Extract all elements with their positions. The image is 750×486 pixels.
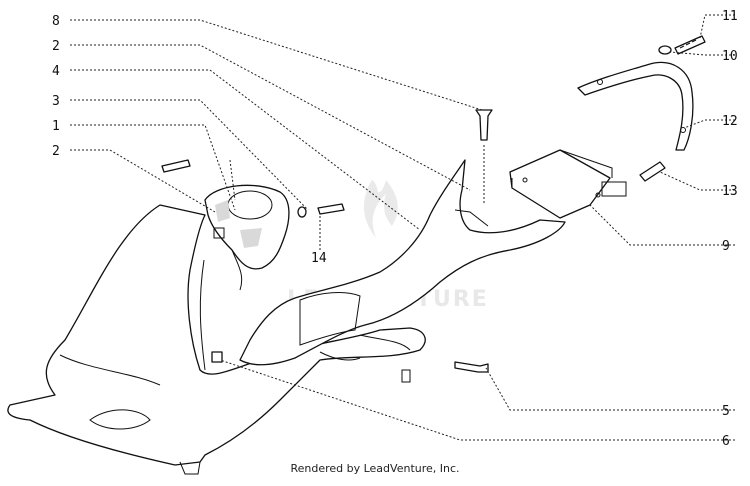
callout-11: 11: [722, 9, 738, 24]
callout-5: 5: [722, 404, 730, 419]
frame-cover: [239, 159, 566, 366]
callout-2-top: 2: [52, 39, 60, 54]
callout-14: 14: [311, 251, 327, 266]
callout-4: 4: [52, 64, 60, 79]
callout-6: 6: [722, 434, 730, 449]
leg-shield: [7, 204, 426, 475]
callout-labels: 8 2 4 3 1 2 11 10 12 13 9 14 5 6: [52, 9, 738, 449]
bolt-8: [475, 109, 493, 141]
footer-credit: Rendered by LeadVenture, Inc.: [290, 462, 460, 475]
handlebar-cover: [204, 184, 290, 291]
callout-10: 10: [722, 49, 738, 64]
callout-13: 13: [722, 184, 738, 199]
bolt-5: [454, 361, 489, 373]
bolt-14: [297, 203, 345, 218]
callout-1: 1: [52, 119, 60, 134]
leader-lines: [70, 14, 735, 441]
clip-6: [211, 351, 411, 383]
callout-8: 8: [52, 14, 60, 29]
bolt-11: [674, 35, 706, 55]
callout-12: 12: [722, 114, 738, 129]
callout-2-lower: 2: [52, 144, 60, 159]
washer-10: [658, 45, 672, 55]
top-box: [509, 149, 627, 219]
grab-handle: [577, 61, 694, 151]
bolt-left: [161, 159, 191, 173]
bolt-13: [639, 161, 666, 182]
callout-9: 9: [722, 239, 730, 254]
callout-3: 3: [52, 94, 60, 109]
